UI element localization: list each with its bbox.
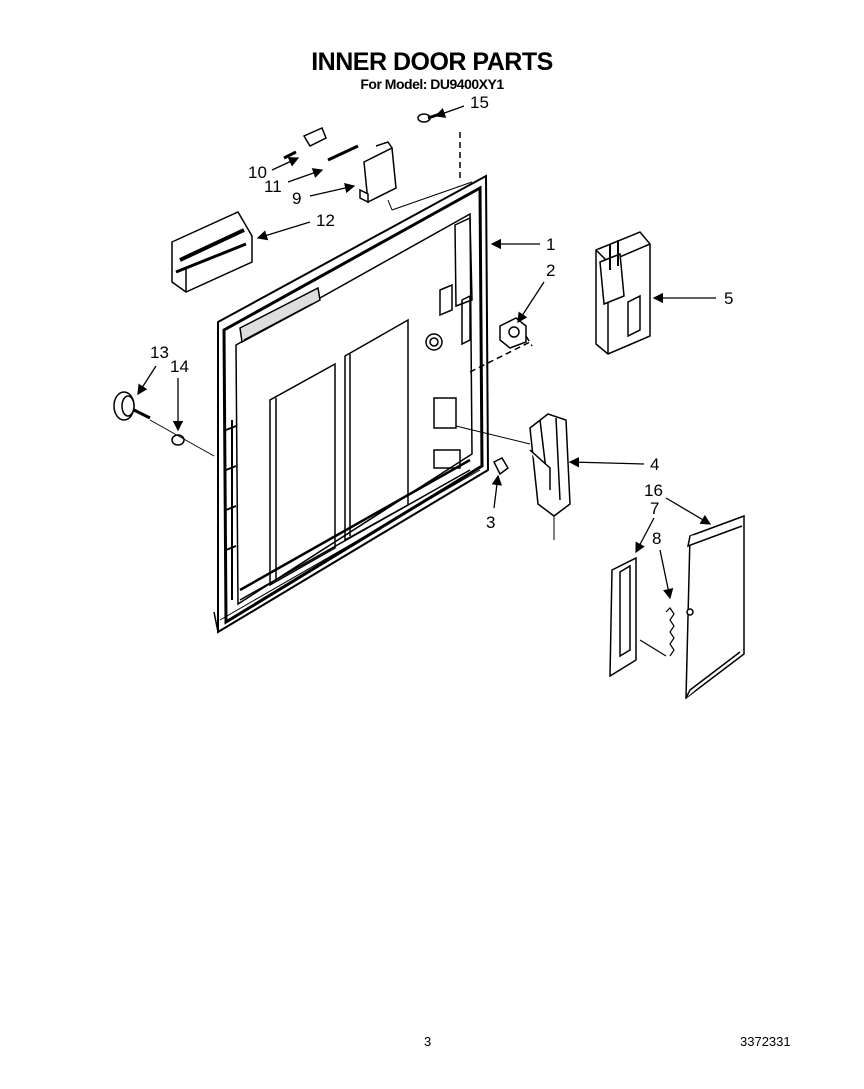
callout-2: 2 (546, 261, 555, 280)
cover-panel-part (685, 514, 745, 700)
knob-part (492, 457, 509, 476)
callout-labels: 1 2 3 4 5 7 8 9 10 11 12 13 14 15 16 (150, 93, 733, 548)
inner-door-panel (213, 174, 490, 634)
button-and-nut-parts (113, 391, 215, 457)
callout-4: 4 (650, 455, 659, 474)
callout-11: 11 (264, 177, 282, 196)
screw-part (417, 112, 461, 180)
callout-9: 9 (292, 189, 301, 208)
callout-3: 3 (486, 513, 495, 532)
callout-8: 8 (652, 529, 661, 548)
callout-5: 5 (724, 289, 733, 308)
callout-15: 15 (470, 93, 489, 112)
dispenser-part (595, 231, 651, 355)
callout-12: 12 (316, 211, 335, 230)
callout-13: 13 (150, 343, 169, 362)
callout-7: 7 (650, 499, 659, 518)
callout-1: 1 (546, 235, 555, 254)
callout-10: 10 (248, 163, 267, 182)
leader-arrows (137, 105, 716, 600)
document-number: 3372331 (740, 1034, 791, 1049)
fitting-part (469, 317, 533, 373)
spring-part (639, 607, 675, 657)
latch-assembly-part (455, 413, 571, 540)
callout-16: 16 (644, 481, 663, 500)
top-bracket-parts (283, 126, 473, 211)
slide-bracket-part (609, 556, 637, 678)
vent-handle-part (170, 211, 254, 293)
page-number: 3 (424, 1034, 432, 1049)
model-subtitle: For Model: DU9400XY1 (360, 76, 504, 92)
page-title: INNER DOOR PARTS (311, 48, 553, 76)
callout-14: 14 (170, 357, 189, 376)
